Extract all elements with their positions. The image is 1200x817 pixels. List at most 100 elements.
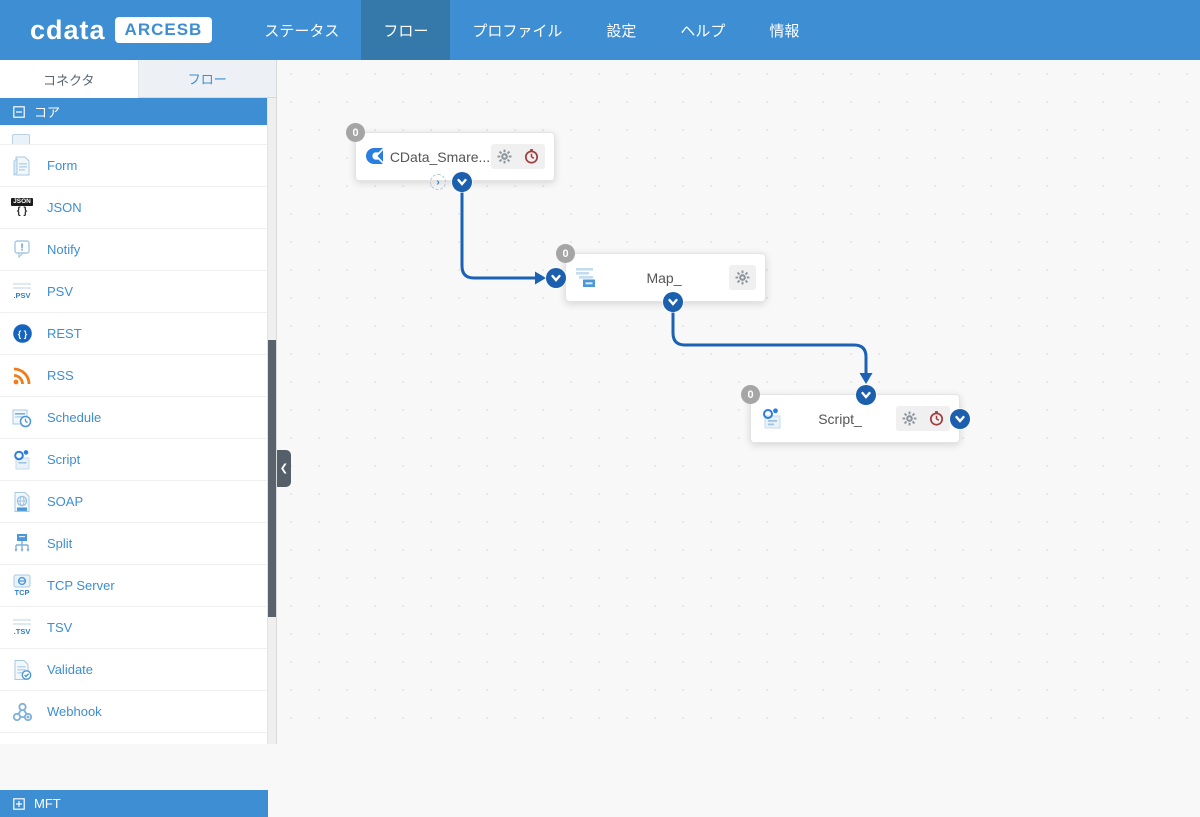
- node-title: CData_Smare...: [389, 148, 491, 165]
- sidebar-item-label: Script: [47, 452, 81, 467]
- sidebar-scrollbar-track[interactable]: [267, 98, 276, 744]
- sidebar-item-label: SOAP: [47, 494, 84, 509]
- sidebar-scrollbar-thumb[interactable]: [268, 340, 276, 617]
- node3-output-port[interactable]: [950, 409, 970, 429]
- sidebar-item-form[interactable]: Form: [0, 145, 276, 187]
- sidebar-item-label: JSON: [47, 200, 82, 215]
- sidebar-item-schedule[interactable]: Schedule: [0, 397, 276, 439]
- map-connector-icon: [575, 265, 599, 291]
- flow-node-script[interactable]: 0 Script_: [741, 385, 960, 443]
- sidebar-item-json[interactable]: JSON { } JSON: [0, 187, 276, 229]
- sidebar-item-split[interactable]: Split: [0, 523, 276, 565]
- rest-icon: { }: [10, 321, 34, 347]
- chevron-down-icon: [457, 178, 467, 186]
- connector-list: Form JSON { } JSON ! Notify: [0, 145, 276, 733]
- sidebar-item-script[interactable]: Script: [0, 439, 276, 481]
- sidebar-item-rss[interactable]: RSS: [0, 355, 276, 397]
- node2-output-port[interactable]: [663, 292, 683, 312]
- sidebar-item-label: Webhook: [47, 704, 102, 719]
- section-core[interactable]: コア: [0, 98, 276, 125]
- clock-icon: [929, 411, 944, 426]
- node-settings-button[interactable]: [491, 144, 518, 169]
- sidebar-item-label: RSS: [47, 368, 74, 383]
- sidebar-item-label: REST: [47, 326, 82, 341]
- sidebar-item-label: Validate: [47, 662, 94, 677]
- nav-status[interactable]: ステータス: [264, 22, 340, 40]
- app-logo[interactable]: cdata ARCESB: [0, 0, 213, 60]
- sidebar-item-partial[interactable]: [0, 125, 276, 145]
- rss-icon: [10, 363, 34, 389]
- sidebar-tabs: コネクタ フロー: [0, 60, 276, 98]
- arrowhead-right: [535, 271, 546, 285]
- script-connector-icon: [760, 406, 784, 432]
- sidebar-collapse-handle[interactable]: ❮: [277, 450, 291, 487]
- message-count-badge: 0: [741, 385, 760, 404]
- gear-icon: [735, 270, 750, 285]
- sidebar-item-label: PSV: [47, 284, 74, 299]
- json-icon: JSON { }: [11, 197, 33, 218]
- soap-icon: [10, 489, 34, 515]
- cdata-connector-icon: [365, 144, 389, 170]
- webhook-icon: [10, 699, 34, 725]
- node-action-group: [896, 406, 950, 431]
- collapse-square-icon: [13, 105, 25, 118]
- tab-connectors[interactable]: コネクタ: [0, 60, 138, 98]
- section-mft[interactable]: MFT: [0, 790, 268, 817]
- psv-icon: .PSV: [10, 279, 34, 305]
- sidebar-item-rest[interactable]: { } REST: [0, 313, 276, 355]
- main-nav: ステータス フロー プロファイル 設定 ヘルプ 情報: [242, 0, 821, 60]
- nav-help[interactable]: ヘルプ: [680, 22, 726, 40]
- ghost-output-port[interactable]: ›: [430, 174, 446, 190]
- tcp-server-icon: TCP: [10, 573, 34, 599]
- sidebar-item-psv[interactable]: .PSV PSV: [0, 271, 276, 313]
- tsv-icon: .TSV: [10, 615, 34, 641]
- nav-profile[interactable]: プロファイル: [472, 22, 563, 40]
- schedule-icon: [10, 405, 34, 431]
- flow-canvas[interactable]: 0 CData_Smare...: [277, 60, 1200, 744]
- message-count-badge: 0: [346, 123, 365, 142]
- flow-connections: [460, 191, 873, 384]
- sidebar-item-soap[interactable]: SOAP: [0, 481, 276, 523]
- chevron-down-icon: [955, 415, 965, 423]
- sidebar-item-label: Notify: [47, 242, 81, 257]
- flow-node-cdata-smaregi[interactable]: 0 CData_Smare...: [346, 123, 555, 181]
- node-action-group: [491, 144, 545, 169]
- connection-node1-node2: [460, 191, 535, 280]
- nav-settings[interactable]: 設定: [606, 22, 637, 40]
- sidebar-item-label: TCP Server: [47, 578, 115, 593]
- section-core-label: コア: [34, 105, 61, 120]
- sidebar-item-validate[interactable]: Validate: [0, 649, 276, 691]
- nav-info[interactable]: 情報: [769, 22, 800, 40]
- node-title: Script_: [818, 410, 862, 427]
- tab-flows[interactable]: フロー: [137, 60, 276, 98]
- node3-input-port[interactable]: [856, 385, 876, 405]
- cdata-logo: cdata: [30, 14, 106, 45]
- sidebar-item-tsv[interactable]: .TSV TSV: [0, 607, 276, 649]
- form-icon: [10, 153, 34, 179]
- node-schedule-button[interactable]: [923, 406, 950, 431]
- script-icon: [10, 447, 34, 473]
- gear-icon: [902, 411, 917, 426]
- svg-text:!: !: [20, 243, 23, 254]
- sidebar-item-label: Form: [47, 158, 78, 173]
- arrowhead-down: [859, 373, 873, 384]
- validate-icon: [10, 657, 34, 683]
- sidebar-item-notify[interactable]: ! Notify: [0, 229, 276, 271]
- node-settings-button[interactable]: [896, 406, 923, 431]
- sidebar-item-label: TSV: [47, 620, 73, 635]
- expand-square-icon: [13, 797, 25, 810]
- section-mft-label: MFT: [34, 796, 61, 811]
- sidebar-item-webhook[interactable]: Webhook: [0, 691, 276, 733]
- gear-icon: [497, 149, 512, 164]
- notify-icon: !: [10, 237, 34, 263]
- connector-sidebar: コネクタ フロー コア Form: [0, 60, 277, 817]
- node-schedule-button[interactable]: [518, 144, 545, 169]
- connection-node2-node3: [671, 311, 868, 373]
- clock-icon: [524, 149, 539, 164]
- node-settings-button[interactable]: [729, 265, 756, 290]
- sidebar-item-tcp-server[interactable]: TCP TCP Server: [0, 565, 276, 607]
- nav-flow[interactable]: フロー: [361, 0, 451, 60]
- node2-input-port[interactable]: [546, 268, 566, 288]
- node1-output-port[interactable]: [452, 172, 472, 192]
- sidebar-item-label: Split: [47, 536, 73, 551]
